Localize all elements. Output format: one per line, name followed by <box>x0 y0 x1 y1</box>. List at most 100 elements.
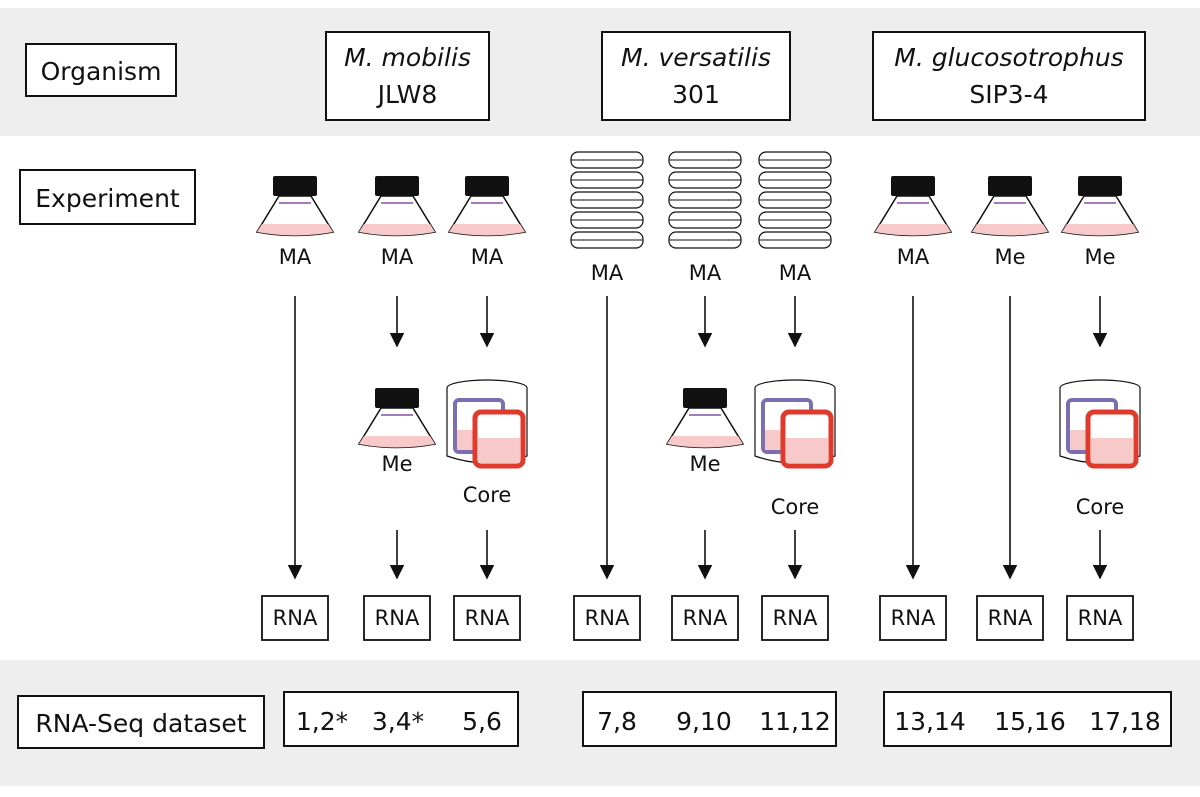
flask-medium <box>667 436 743 448</box>
flask-cap <box>683 388 727 408</box>
condition-label: MA <box>779 261 812 285</box>
dataset-value: 17,18 <box>1089 707 1161 736</box>
organism-box-versatilis: M. versatilis 301 <box>601 31 791 121</box>
flask-icon <box>873 176 953 237</box>
dataset-value: 13,14 <box>894 707 966 736</box>
flask-medium <box>257 224 333 236</box>
flask-cap <box>1078 176 1122 196</box>
flask-medium <box>359 436 435 448</box>
organism-species: M. mobilis <box>344 43 471 72</box>
organism-label-box: Organism <box>25 43 177 97</box>
plate-stack-icon <box>758 151 832 249</box>
dataset-value: 11,12 <box>759 707 831 736</box>
core-medium-front <box>786 438 828 463</box>
organism-strain: 301 <box>672 80 720 109</box>
organism-box-mobilis: M. mobilis JLW8 <box>325 31 490 121</box>
dataset-value: 15,16 <box>994 707 1066 736</box>
rna-label: RNA <box>465 606 510 630</box>
flask-icon <box>970 176 1050 237</box>
experiment-column: MA RNA <box>570 151 644 641</box>
dataset-label: RNA-Seq dataset <box>35 709 246 738</box>
flask-cap <box>891 176 935 196</box>
sediment-core-icon <box>1059 379 1141 469</box>
condition-label: MA <box>279 245 312 269</box>
condition-label: Me <box>689 452 720 476</box>
rna-box <box>761 595 829 641</box>
organism-species: M. glucosotrophus <box>894 43 1123 72</box>
plate-stack-icon <box>668 151 742 249</box>
rna-box <box>363 595 431 641</box>
experiment-label-box: Experiment <box>19 169 196 225</box>
rna-label: RNA <box>375 606 420 630</box>
sediment-core-icon <box>754 379 836 469</box>
flask-cap <box>375 176 419 196</box>
condition-label: Core <box>771 495 820 519</box>
rna-box <box>573 595 641 641</box>
rna-label: RNA <box>1078 606 1123 630</box>
flask-icon <box>357 176 437 237</box>
rna-label: RNA <box>273 606 318 630</box>
condition-label: Me <box>994 245 1025 269</box>
experiment-columns: MARNAMAMeRNAMACoreRNAMARNAMAMeRNAMACoreR… <box>255 151 1141 641</box>
flask-icon <box>357 388 437 449</box>
rna-label: RNA <box>773 606 818 630</box>
flask-cap <box>375 388 419 408</box>
organism-box-glucosotrophus: M. glucosotrophus SIP3-4 <box>872 31 1146 121</box>
organism-strain: JLW8 <box>376 80 438 109</box>
rna-box <box>879 595 947 641</box>
rna-box <box>1066 595 1134 641</box>
flask-cap <box>273 176 317 196</box>
rna-label: RNA <box>585 606 630 630</box>
experiment-column: MA RNA <box>255 176 335 641</box>
condition-label: MA <box>591 261 624 285</box>
flask-cap <box>465 176 509 196</box>
condition-label: Me <box>381 452 412 476</box>
core-medium-front <box>1091 438 1133 463</box>
dataset-value: 7,8 <box>597 707 637 736</box>
dataset-value: 5,6 <box>462 707 502 736</box>
flask-medium <box>359 224 435 236</box>
plate-stack-icon <box>570 151 644 249</box>
dataset-box-mobilis: 1,2* 3,4* 5,6 <box>283 691 519 747</box>
condition-label: MA <box>689 261 722 285</box>
rna-label: RNA <box>988 606 1033 630</box>
condition-label: MA <box>381 245 414 269</box>
experiment-label: Experiment <box>35 184 180 213</box>
organism-strain: SIP3-4 <box>969 80 1048 109</box>
rna-label: RNA <box>683 606 728 630</box>
dataset-box-glucosotrophus: 13,14 15,16 17,18 <box>883 691 1172 747</box>
rna-box <box>453 595 521 641</box>
dataset-value: 3,4* <box>372 707 424 736</box>
flask-icon <box>665 388 745 449</box>
organism-label: Organism <box>41 57 162 86</box>
rna-box <box>671 595 739 641</box>
flask-icon <box>1060 176 1140 237</box>
flask-medium <box>449 224 525 236</box>
dataset-value: 1,2* <box>296 707 348 736</box>
flask-medium <box>875 224 951 236</box>
condition-label: Core <box>463 483 512 507</box>
flask-cap <box>988 176 1032 196</box>
flask-medium <box>1062 224 1138 236</box>
rna-box <box>976 595 1044 641</box>
condition-label: MA <box>471 245 504 269</box>
dataset-value: 9,10 <box>676 707 732 736</box>
condition-label: Me <box>1084 245 1115 269</box>
sediment-core-icon <box>446 379 528 469</box>
organism-species: M. versatilis <box>621 43 771 72</box>
dataset-box-versatilis: 7,8 9,10 11,12 <box>582 691 837 747</box>
condition-label: MA <box>897 245 930 269</box>
core-medium-front <box>478 438 520 463</box>
dataset-label-box: RNA-Seq dataset <box>17 695 265 749</box>
rna-box <box>261 595 329 641</box>
flask-icon <box>447 176 527 237</box>
condition-label: Core <box>1076 495 1125 519</box>
